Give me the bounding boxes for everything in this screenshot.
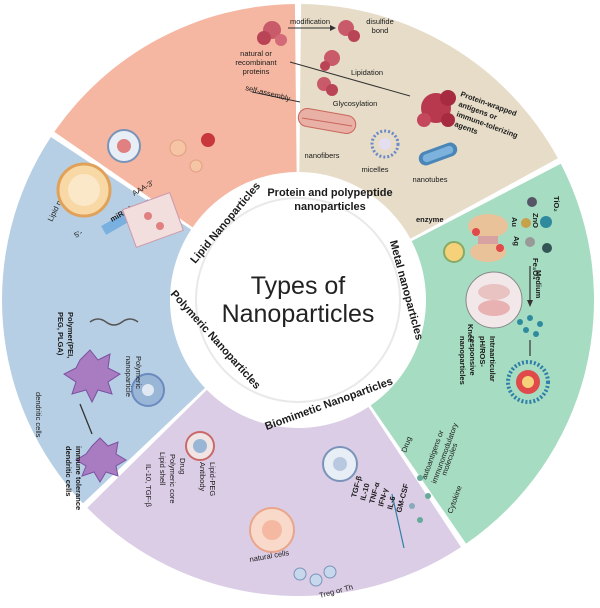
responsive-text-1: pH/ROS- [478,336,487,367]
protein-blob-icon [257,21,287,46]
polymer-chain-icon [89,318,139,326]
recombinant-text: recombinant [235,58,277,67]
nanofiber-icon [297,108,357,134]
lipidation-arrow [289,61,411,97]
drug-label-text: Drug [178,458,187,474]
immune-cell-icon [322,446,358,482]
nanofibers-text: nanofibers [304,151,339,160]
virus-like-particle-icon [107,129,141,163]
medium-text: Medium [534,270,543,299]
knee-joint-icon [468,214,508,262]
label-protein-2: nanoparticles [294,201,366,213]
responsive-text-2: responsive [468,336,477,376]
intraarticular-text: Intraarticular [488,336,497,382]
nanotubes-text: nanotubes [412,175,447,184]
self-assembly-arrow [251,91,301,103]
immune-tolerance-text-2: dendritic cells [64,446,73,496]
polymeric-np-text-2: nanoparticle [124,356,133,397]
tio2-text: TiO₂ [552,196,561,212]
modification-text: modification [290,17,330,26]
fe3o4-text: Fe₃O₄ [531,258,540,280]
arrowhead-icon [330,25,336,31]
center-circle [195,197,401,403]
five-prime-text: 5'- [73,228,85,240]
nanotube-icon [418,142,458,166]
arrowhead-icon [527,300,533,307]
tolerance-dendritic-cell-icon [75,437,127,483]
proteins-text: proteins [243,67,270,76]
lipid-shell-text: Lipid shell [158,452,167,486]
micelle-icon [370,129,400,159]
responsive-text-3: nanoparticles [458,336,467,385]
glycosylation-text: Glycosylation [333,99,378,108]
knee-zoom-detail-icon [478,284,510,316]
lipid-polymer-hybrid-icon [185,431,215,461]
immune-tolerance-text-1: immune tolerance [74,446,83,510]
zno-text: ZnO [531,213,540,228]
cell-cluster-icon [169,133,215,173]
polymeric-panel: Polymer(PEI, PEG, PLGA) Polymeric nanopa… [34,312,217,510]
arrow-down [79,403,93,435]
natural-text: natural or [240,49,272,58]
coated-nanoparticle-icon [506,360,550,404]
tissue-section-icon [122,192,184,248]
micelles-text: micelles [361,165,388,174]
polymeric-core-text: Polymeric core [168,454,177,504]
title-line-2: Nanoparticles [222,300,375,328]
natural-cell-icon [249,507,295,553]
polymer-text-2: PEG, PLGA) [56,312,65,356]
disulfide-text: disulfide [366,17,394,26]
cytokine-item: IL-10 [358,482,371,501]
label-protein: Protein and polypeptide [267,187,392,199]
disulfide-protein-icon [338,20,360,42]
lipidation-text: Lipidation [351,68,383,77]
treg-cells-icon [293,565,337,587]
lipidation-protein-icon [320,50,340,71]
il10-text: IL-10, TGF-β [144,464,153,508]
glycosylation-protein-icon [317,77,338,96]
dendritic-cell-icon [63,349,121,404]
enzyme-text: enzyme [416,215,444,224]
au-text: Au [510,217,519,227]
outer-segment-lipid [54,4,297,228]
dendritic-text: dendritic cells [34,392,43,438]
nanoparticle-cluster-icon [517,315,543,337]
outer-segment-metal [370,163,595,544]
metal-panel: TiO₂ ZnO Au Ag Fe₃O₄ Medium [416,196,561,404]
biomimetic-panel: natural cells Treg or Th Drug autoantige… [249,421,464,599]
enzyme-particle-icon [443,241,465,263]
bond-text: bond [372,26,389,35]
polymeric-np-text-1: Polymeric [134,356,143,389]
lipid-peg-text: Lipid-PEG [208,462,217,496]
antibody-text: Antibody [198,462,207,491]
outer-segment-biomimetic [87,389,461,596]
polymeric-nanoparticle-icon [131,373,165,407]
metal-ions-icon [521,197,552,253]
polymer-text-1: Polymer(PEI, [66,312,75,358]
cytokine-item: IL-6 [385,495,397,510]
knee-text: Knee [466,324,475,342]
title-line-1: Types of [251,272,346,300]
lipid-nanoparticle-icon [56,162,112,218]
protein-wrapped-antigen-icon [417,90,456,127]
cytokine-arrow [391,493,405,549]
ag-text: Ag [512,236,521,246]
cytokine-dots-icon [409,475,431,523]
